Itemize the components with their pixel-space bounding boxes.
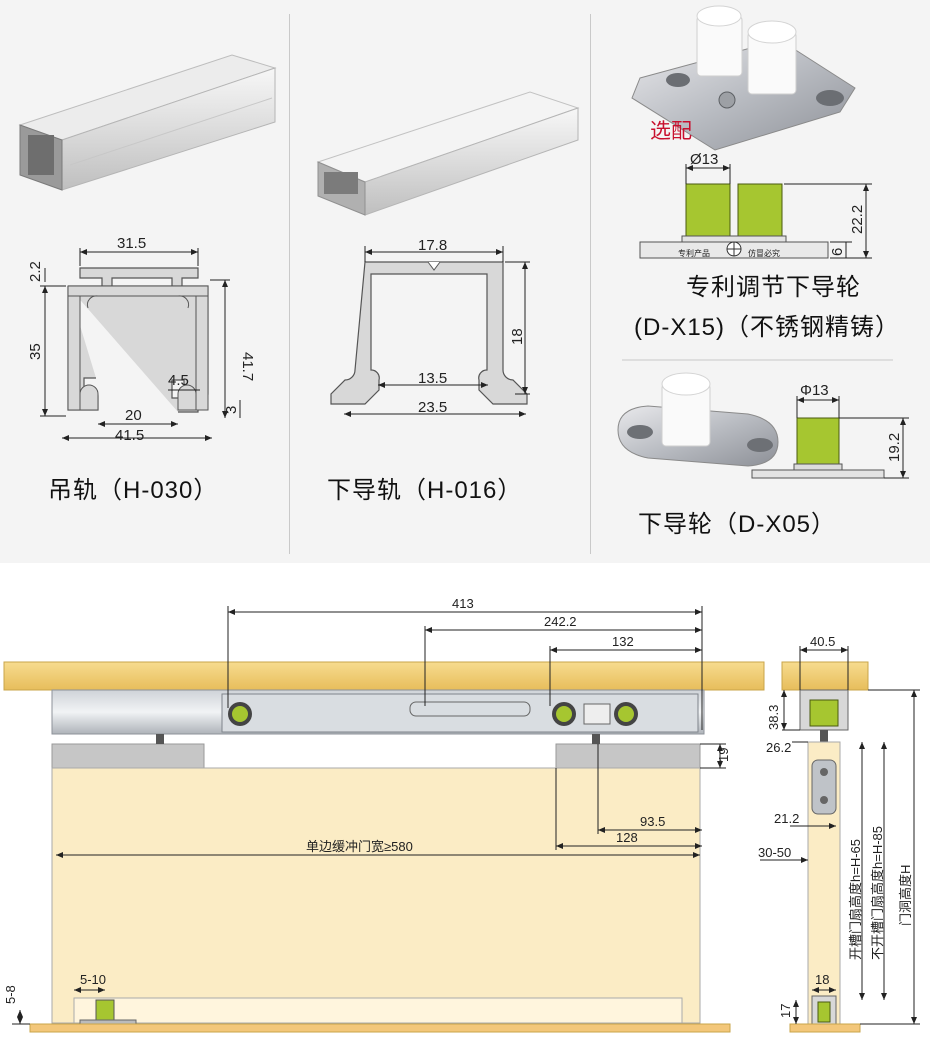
dim-label: 21.2 <box>774 811 799 826</box>
dim-label: 19.2 <box>886 433 903 462</box>
dim-label: 5-8 <box>3 985 18 1004</box>
guide-dx15-drawing <box>639 164 872 259</box>
caption-h016: 下导轨（H-016） <box>327 477 522 504</box>
dim-label: 35 <box>27 343 44 360</box>
dim-label: 17 <box>778 1004 793 1018</box>
dim-label: Ø13 <box>690 151 718 168</box>
divider <box>289 14 290 554</box>
dim-label: 31.5 <box>117 235 146 252</box>
dim-label: 3 <box>223 406 240 414</box>
divider <box>590 14 591 554</box>
dim-label: Φ13 <box>800 382 829 399</box>
dim-label: 4.5 <box>168 372 189 389</box>
dim-label: 413 <box>452 596 474 611</box>
caption-dx05: 下导轮（D-X05） <box>638 511 836 538</box>
guide-dx15-photo <box>631 5 856 151</box>
caption-h030: 吊轨（H-030） <box>48 477 218 504</box>
dim-label: 17.8 <box>418 237 447 254</box>
dim-label: 13.5 <box>418 370 447 387</box>
dim-label: 30-50 <box>758 845 791 860</box>
door-height-slot: 开槽门扇高度h=H-65 <box>848 839 863 960</box>
dim-label: 20 <box>125 407 142 424</box>
door-width-label: 单边缓冲门宽≥580 <box>306 839 413 854</box>
dim-label: 18 <box>815 972 829 987</box>
assembly-side <box>760 646 920 1033</box>
hanging-rail-photo <box>18 54 277 191</box>
dim-label: 128 <box>616 830 638 845</box>
dim-label: 41.7 <box>239 352 256 381</box>
dim-label: 242.2 <box>544 614 577 629</box>
dim-label: 22.2 <box>849 205 866 234</box>
assembly-front <box>3 606 765 1033</box>
caption-dx15-line2: (D-X15)（不锈钢精铸） <box>634 314 900 341</box>
guide-dx05-drawing <box>751 396 909 479</box>
door-height-noslot: 不开槽门扇高度h=H-85 <box>870 826 885 960</box>
hanging-rail-profile <box>40 248 241 441</box>
guide-dx05-photo <box>617 372 779 467</box>
dim-label: 6 <box>829 248 846 256</box>
dim-label: 93.5 <box>640 814 665 829</box>
dim-label: 41.5 <box>115 427 144 444</box>
opening-height: 门洞高度H <box>898 865 913 926</box>
dim-label: 26.2 <box>766 740 791 755</box>
dim-label: 40.5 <box>810 634 835 649</box>
dim-label: 19 <box>716 748 731 762</box>
dim-label: 18 <box>509 328 526 345</box>
dim-label: 2.2 <box>27 261 44 282</box>
plate-text: 仿冒必究 <box>748 248 780 258</box>
dim-label: 132 <box>612 634 634 649</box>
dim-label: 38.3 <box>766 705 781 730</box>
dim-label: 23.5 <box>418 399 447 416</box>
lower-rail-profile <box>330 246 530 417</box>
caption-dx15-line1: 专利调节下导轮 <box>686 274 861 301</box>
dim-label: 5-10 <box>80 972 106 987</box>
lower-rail-photo <box>316 91 580 216</box>
plate-text: 专利产品 <box>678 248 710 258</box>
optional-label: 选配 <box>650 120 692 143</box>
